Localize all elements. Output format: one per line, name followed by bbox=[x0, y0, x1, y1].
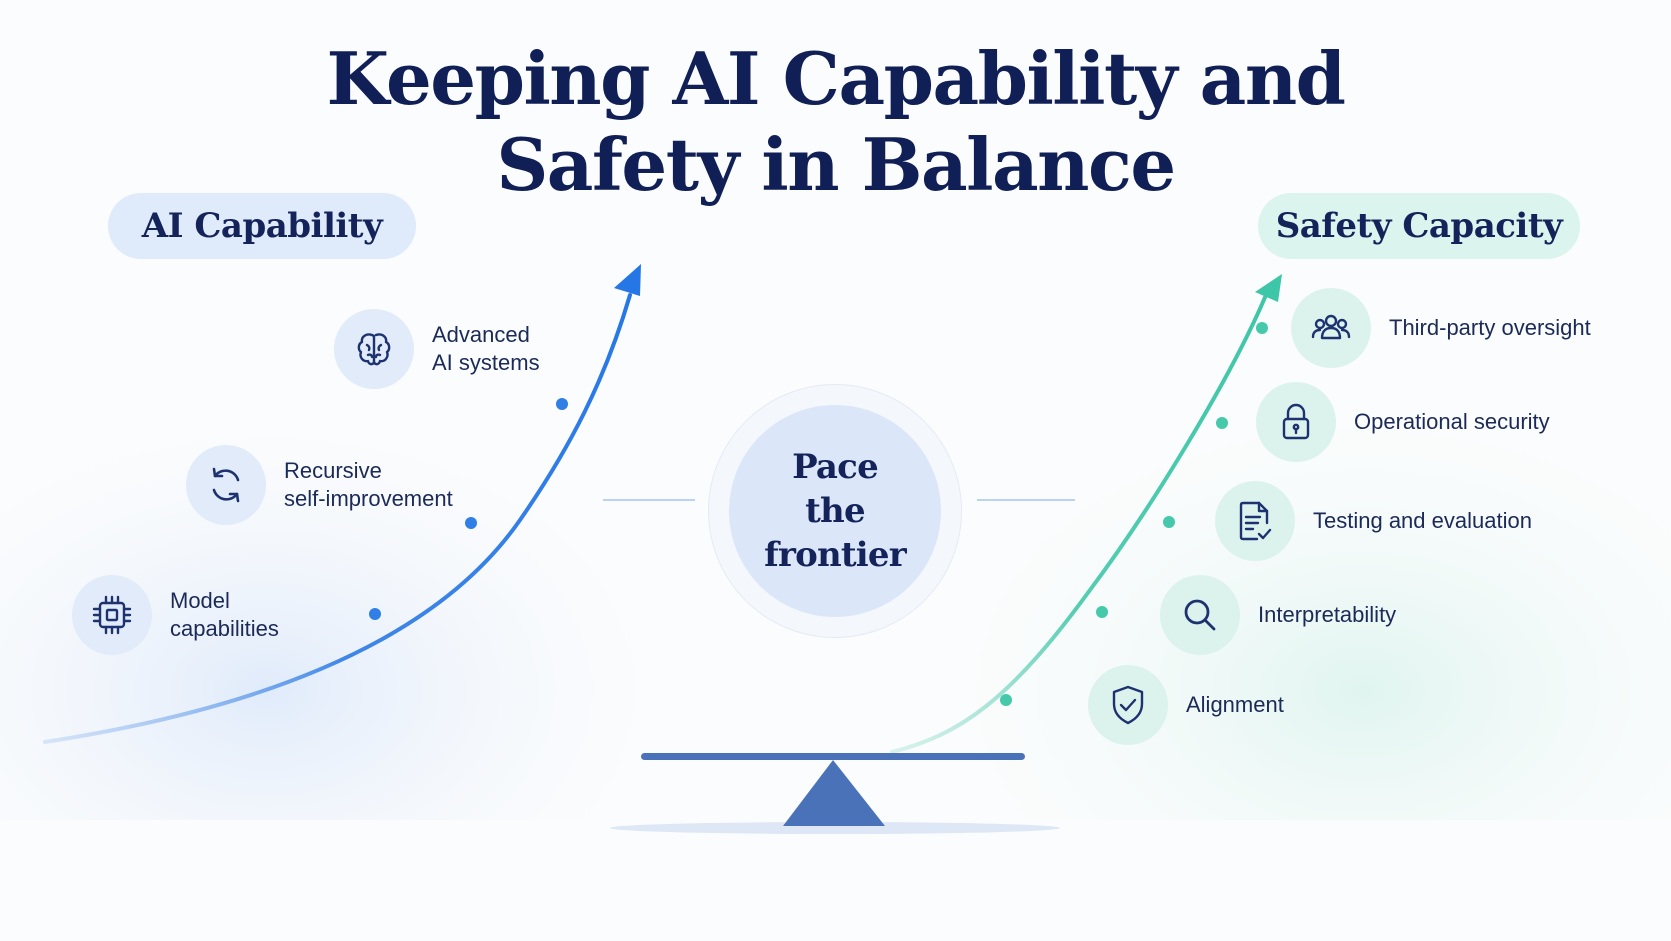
title-line-2: Safety in Balance bbox=[496, 122, 1176, 207]
title-line-1: Keeping AI Capability and bbox=[326, 36, 1346, 121]
safety-arrowhead bbox=[1255, 274, 1282, 302]
safety-item-oversight: Third-party oversight bbox=[1291, 288, 1671, 368]
capability-curve bbox=[43, 293, 632, 744]
capability-item-advanced: Advanced AI systems bbox=[334, 309, 732, 389]
safety-curve bbox=[890, 293, 1268, 754]
brain-icon-badge bbox=[334, 309, 414, 389]
page-title: Keeping AI Capability and Safety in Bala… bbox=[0, 36, 1671, 208]
safety-capacity-pill: Safety Capacity bbox=[1258, 193, 1580, 259]
safety-node-2 bbox=[1096, 606, 1108, 618]
center-badge: Pace the frontier bbox=[729, 405, 941, 617]
capability-node-1 bbox=[369, 608, 381, 620]
capability-item-recursive: Recursive self-improvement bbox=[186, 445, 584, 525]
shield-check-icon bbox=[1112, 685, 1144, 725]
capability-item-model: Model capabilities bbox=[72, 575, 470, 655]
safety-item-alignment: Alignment bbox=[1088, 665, 1486, 745]
safety-item-label: Interpretability bbox=[1258, 602, 1397, 627]
capability-arrowhead bbox=[614, 264, 641, 296]
brain-icon bbox=[357, 333, 391, 366]
safety-item-label: Third-party oversight bbox=[1389, 315, 1591, 340]
capability-node-2 bbox=[465, 517, 477, 529]
capability-item-label: Model capabilities bbox=[170, 588, 279, 641]
fulcrum-shadow bbox=[610, 822, 1060, 834]
lock-icon-badge bbox=[1256, 382, 1336, 462]
people-group-icon bbox=[1311, 314, 1351, 340]
center-line-2: the frontier bbox=[764, 491, 907, 575]
ai-capability-pill: AI Capability bbox=[108, 193, 416, 259]
magnifier-icon-badge bbox=[1160, 575, 1240, 655]
chip-icon bbox=[92, 595, 132, 635]
magnifier-icon bbox=[1184, 599, 1216, 631]
safety-item-label: Testing and evaluation bbox=[1313, 508, 1532, 533]
safety-node-5 bbox=[1256, 322, 1268, 334]
safety-node-3 bbox=[1163, 516, 1175, 528]
people-icon-badge bbox=[1291, 288, 1371, 368]
document-check-icon bbox=[1239, 501, 1272, 541]
safety-item-label: Operational security bbox=[1354, 409, 1550, 434]
document-icon-badge bbox=[1215, 481, 1295, 561]
center-line-1: Pace bbox=[792, 447, 879, 487]
safety-node-1 bbox=[1000, 694, 1012, 706]
shield-icon-badge bbox=[1088, 665, 1168, 745]
safety-item-interpretability: Interpretability bbox=[1160, 575, 1558, 655]
chip-icon-badge bbox=[72, 575, 152, 655]
capability-item-label: Advanced AI systems bbox=[432, 322, 540, 375]
balance-beam bbox=[641, 753, 1025, 760]
safety-item-testing: Testing and evaluation bbox=[1215, 481, 1613, 561]
safety-node-4 bbox=[1216, 417, 1228, 429]
refresh-icon-badge bbox=[186, 445, 266, 525]
capability-item-label: Recursive self-improvement bbox=[284, 458, 453, 511]
refresh-cycle-icon bbox=[212, 467, 240, 503]
safety-item-label: Alignment bbox=[1186, 692, 1284, 717]
capability-node-3 bbox=[556, 398, 568, 410]
safety-item-security: Operational security bbox=[1256, 382, 1654, 462]
center-label: Pace the frontier bbox=[729, 445, 941, 577]
fulcrum-triangle bbox=[783, 760, 885, 826]
lock-icon bbox=[1282, 403, 1310, 440]
